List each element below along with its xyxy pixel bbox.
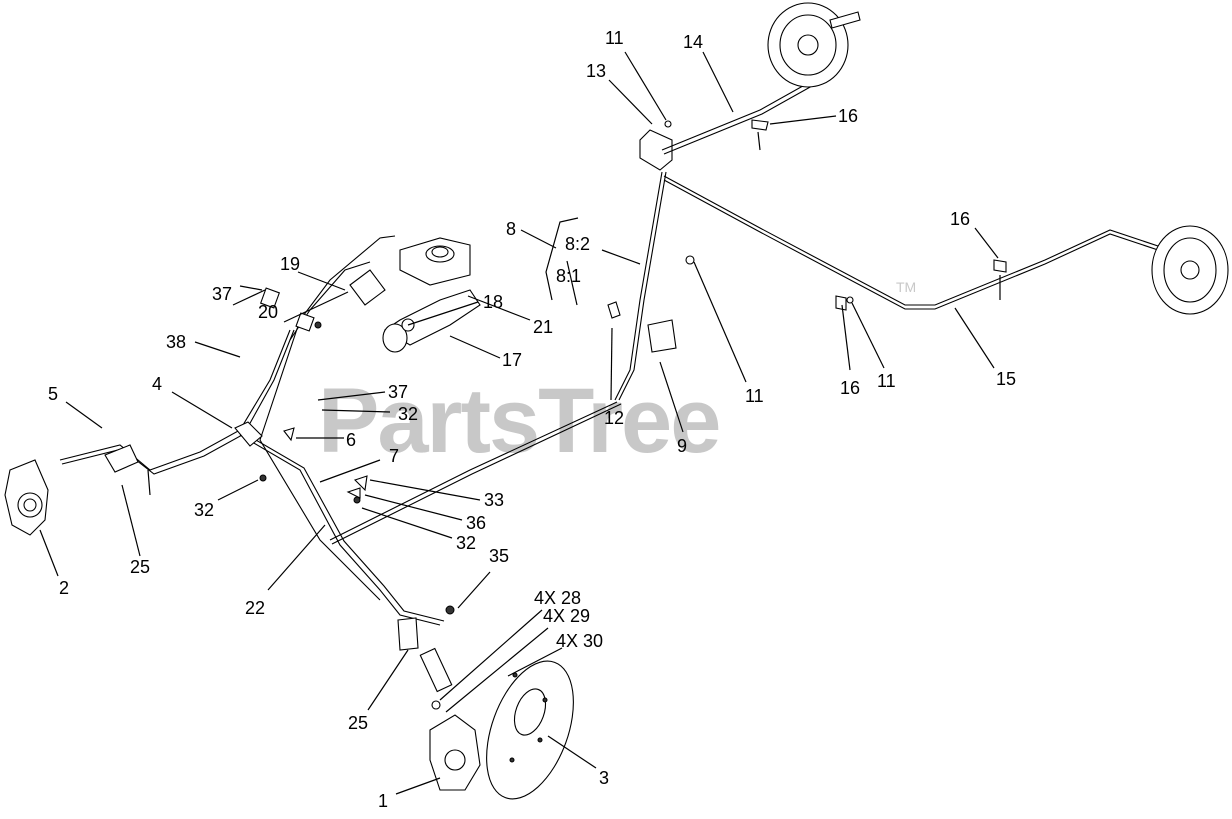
watermark-trademark: TM bbox=[896, 279, 916, 295]
callout-37-left: 37 bbox=[212, 284, 232, 304]
callout-28: 4X 28 bbox=[534, 588, 581, 608]
callout-6: 6 bbox=[346, 430, 356, 450]
callout-8-1: 8:1 bbox=[556, 266, 581, 286]
callout-36: 36 bbox=[466, 513, 486, 533]
callout-8-2: 8:2 bbox=[565, 234, 590, 254]
callout-11-right: 11 bbox=[877, 371, 896, 391]
callout-29: 4X 29 bbox=[543, 606, 590, 626]
callout-16-right: 16 bbox=[950, 209, 970, 229]
callout-9: 9 bbox=[677, 436, 687, 456]
callout-4: 4 bbox=[152, 374, 162, 394]
brackets bbox=[234, 119, 1007, 651]
callout-12: 12 bbox=[604, 408, 624, 428]
callout-2: 2 bbox=[59, 578, 69, 598]
callout-16-lower: 16 bbox=[840, 378, 860, 398]
upper-drum-brake bbox=[767, 2, 861, 88]
callout-1: 1 bbox=[378, 791, 388, 811]
callout-3: 3 bbox=[599, 768, 609, 788]
callout-35: 35 bbox=[489, 546, 509, 566]
callout-22: 22 bbox=[245, 598, 265, 618]
callout-32-left: 32 bbox=[194, 500, 214, 520]
callout-5: 5 bbox=[48, 384, 58, 404]
callout-37-right: 37 bbox=[388, 382, 408, 402]
callout-18: 18 bbox=[483, 292, 503, 312]
callout-13: 13 bbox=[586, 61, 606, 81]
right-drum-brake bbox=[1151, 225, 1229, 315]
callout-7: 7 bbox=[389, 446, 399, 466]
callout-11-top: 11 bbox=[605, 28, 624, 48]
callout-17: 17 bbox=[502, 350, 522, 370]
watermark-text: PartsTree bbox=[318, 370, 719, 472]
callout-32-upper: 32 bbox=[398, 404, 418, 424]
callout-19: 19 bbox=[280, 254, 300, 274]
callout-14: 14 bbox=[683, 32, 703, 52]
callout-25-left: 25 bbox=[130, 557, 150, 577]
callout-32-lower: 32 bbox=[456, 533, 476, 553]
callout-25-lower: 25 bbox=[348, 713, 368, 733]
callout-15: 15 bbox=[996, 369, 1016, 389]
callout-11-mid: 11 bbox=[745, 386, 764, 406]
callout-38: 38 bbox=[166, 332, 186, 352]
callout-labels: 11 14 13 16 16 8 8:2 8:1 21 19 37 20 17 … bbox=[48, 28, 1016, 811]
leader-lines bbox=[39, 51, 999, 795]
master-cylinder bbox=[349, 237, 481, 353]
lower-brake-caliper bbox=[419, 647, 481, 791]
callout-30: 4X 30 bbox=[556, 631, 603, 651]
left-brake-caliper bbox=[4, 444, 151, 536]
callout-21: 21 bbox=[533, 317, 553, 337]
brake-lines bbox=[59, 67, 1171, 626]
callout-20: 20 bbox=[258, 302, 278, 322]
callout-16-upper: 16 bbox=[838, 106, 858, 126]
callout-33: 33 bbox=[484, 490, 504, 510]
brake-disc bbox=[486, 660, 574, 800]
callout-8: 8 bbox=[506, 219, 516, 239]
